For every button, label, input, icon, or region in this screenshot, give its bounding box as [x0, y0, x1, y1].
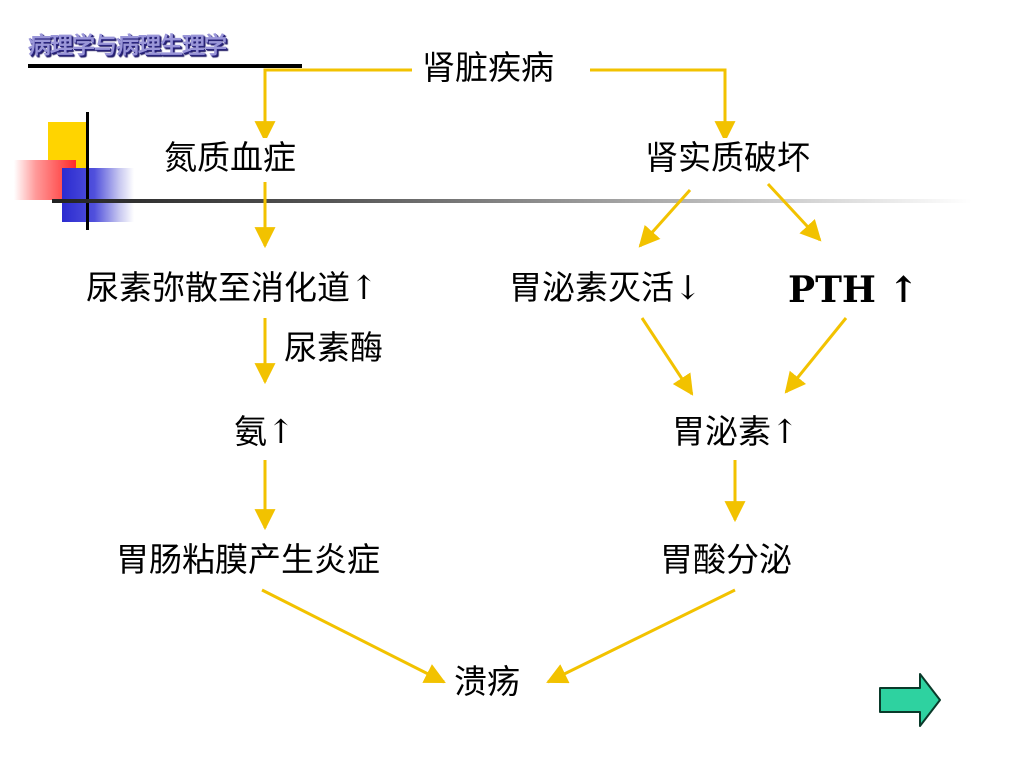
node-ulcer: 溃疡	[450, 662, 524, 702]
header-title: 病理学与病理生理学	[28, 33, 227, 59]
connector-inactivation-to-gastrin	[640, 317, 694, 396]
connector-acid-to-ulcer	[546, 588, 736, 684]
node-urea-diffusion: 尿素弥散至消化道↑	[82, 268, 382, 308]
node-mucosa-inflammation: 胃肠粘膜产生炎症	[112, 540, 384, 580]
next-slide-button[interactable]	[878, 672, 942, 728]
node-azotemia: 氮质血症	[160, 138, 300, 178]
node-gastrin: 胃泌素↑	[668, 412, 803, 452]
node-ammonia: 氨↑	[230, 412, 299, 452]
node-gastrin-inactivation: 胃泌素灭活↓	[505, 268, 706, 308]
connector-pth-to-gastrin	[784, 317, 848, 394]
label-urease: 尿素酶	[284, 328, 383, 367]
right-arrow-icon	[879, 673, 941, 727]
connector-mucosa-to-ulcer	[261, 588, 446, 684]
node-pth: PTH ↑	[784, 270, 923, 310]
decor-blue-square	[62, 168, 134, 222]
connector-kidney-to-left	[254, 68, 412, 143]
connector-damage-to-gastrin-inactivation	[638, 189, 692, 248]
connector-kidney-to-right	[590, 68, 736, 143]
connector-damage-to-pth	[766, 182, 822, 242]
header-rule	[28, 64, 302, 68]
decor-vertical-line	[86, 112, 89, 230]
node-gastric-acid: 胃酸分泌	[656, 540, 796, 580]
node-parenchyma-damage: 肾实质破坏	[641, 138, 814, 178]
node-kidney-disease: 肾脏疾病	[418, 48, 558, 88]
decor-horizontal-line	[52, 199, 972, 203]
